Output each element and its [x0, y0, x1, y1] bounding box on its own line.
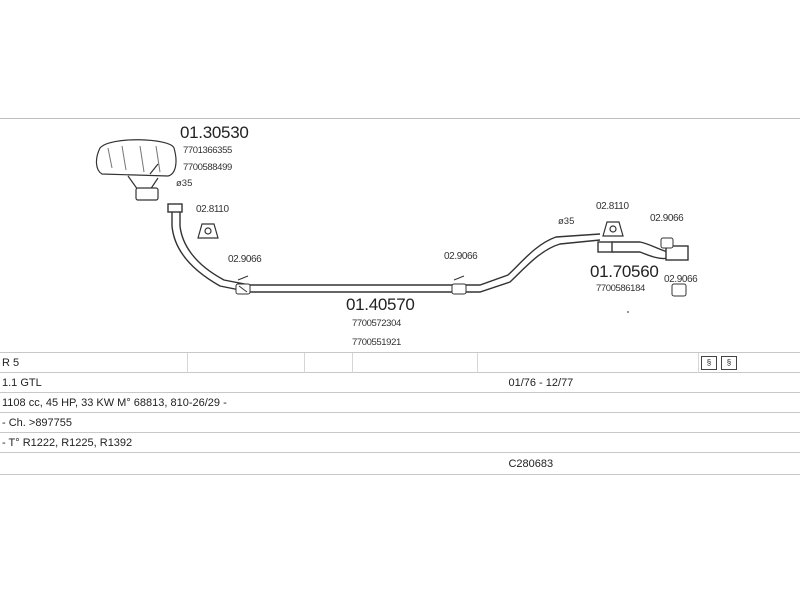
hanger-4	[671, 283, 687, 297]
oe-number: 7700551921	[352, 337, 401, 348]
rear-pipe	[597, 241, 689, 261]
table-row: R 5 § §	[0, 352, 800, 373]
table-row	[0, 474, 800, 475]
code-cell: C280683	[508, 452, 800, 475]
icon-cell: § §	[697, 352, 800, 373]
hanger-1	[235, 275, 251, 295]
table-row: 1.1 GTL 01/76 - 12/77	[0, 372, 800, 393]
fitting-label: 02.8110	[596, 201, 629, 212]
oe-number: 7700586184	[596, 283, 645, 294]
fitting-label: 02.9066	[444, 251, 478, 262]
oe-number: 7700572304	[352, 318, 401, 329]
fitting-label: 02.9066	[650, 213, 684, 224]
table-row: 1108 cc, 45 HP, 33 KW M° 68813, 810-26/2…	[0, 392, 800, 413]
empty-cell	[476, 352, 699, 373]
chassis-cell: - Ch. >897755	[0, 412, 800, 433]
frame-top-line	[0, 118, 800, 119]
table-bottom-line	[0, 474, 800, 475]
marker-dot	[627, 311, 629, 313]
type-cell: - T° R1222, R1225, R1392	[0, 432, 800, 453]
code-text: C280683	[508, 457, 554, 470]
fitting-label: 02.9066	[664, 274, 698, 285]
exhaust-drawing	[95, 139, 689, 313]
part-number-rear: 01.70560	[590, 262, 659, 281]
oe-number: 7700588499	[183, 162, 232, 173]
fitting-label: 02.9066	[228, 254, 262, 265]
diameter-front: ø35	[176, 178, 193, 189]
fitting-clamp-rear	[602, 221, 624, 237]
oe-number: 7701366355	[183, 145, 232, 156]
fitting-clamp-front	[197, 223, 219, 239]
hanger-3	[660, 237, 674, 249]
part-number-middle: 01.40570	[346, 295, 415, 314]
empty-cell	[352, 352, 478, 373]
table-row: - Ch. >897755	[0, 412, 800, 433]
version-cell: 1.1 GTL	[0, 372, 699, 393]
empty-cell	[186, 352, 305, 373]
hanger-2	[451, 275, 467, 295]
mounting-icon: §	[720, 355, 737, 370]
table-row: - T° R1222, R1225, R1392	[0, 432, 800, 453]
exhaust-diagram: 01.30530 7701366355 7700588499 ø35 01.40…	[0, 118, 800, 350]
period-text: 01/76 - 12/77	[508, 376, 574, 389]
icon-group: § §	[700, 355, 737, 370]
model-cell: R 5	[0, 352, 188, 373]
main-pipe	[167, 203, 601, 293]
empty-cell	[303, 352, 353, 373]
front-silencer	[95, 139, 177, 201]
period-cell: 01/76 - 12/77	[508, 372, 800, 393]
fitting-label: 02.8110	[196, 204, 229, 215]
empty-cell	[0, 452, 699, 475]
vehicle-info-table: R 5 § § 1.1 GTL 01/76 - 12/77 1108 cc, 4…	[0, 352, 800, 475]
engine-cell: 1108 cc, 45 HP, 33 KW M° 68813, 810-26/2…	[0, 392, 800, 413]
part-number-front: 01.30530	[180, 123, 249, 142]
diameter-rear: ø35	[558, 216, 575, 227]
table-row: C280683	[0, 452, 800, 475]
exhaust-type-icon: §	[700, 355, 717, 370]
